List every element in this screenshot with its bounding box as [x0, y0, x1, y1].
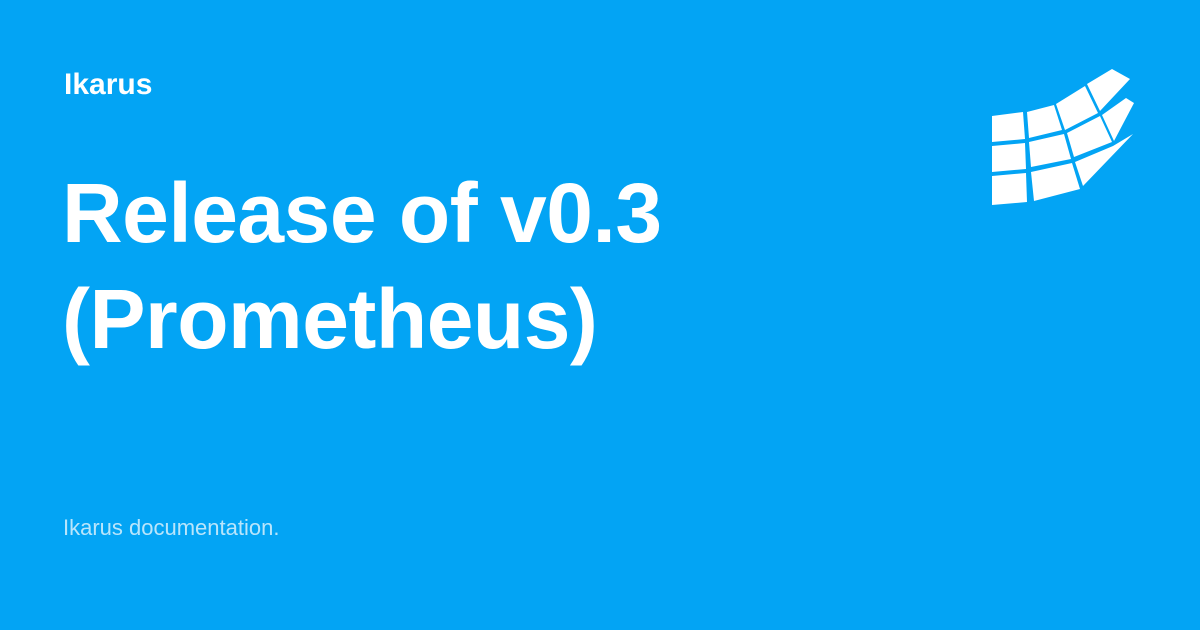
site-description: Ikarus documentation.	[63, 515, 280, 540]
page-title-line-1: Release of v0.3	[62, 166, 662, 260]
page-title: Release of v0.3 (Prometheus)	[62, 160, 822, 372]
site-name: Ikarus	[64, 68, 153, 101]
ikarus-grid-logo-icon	[992, 69, 1134, 205]
page-title-line-2: (Prometheus)	[62, 272, 598, 366]
